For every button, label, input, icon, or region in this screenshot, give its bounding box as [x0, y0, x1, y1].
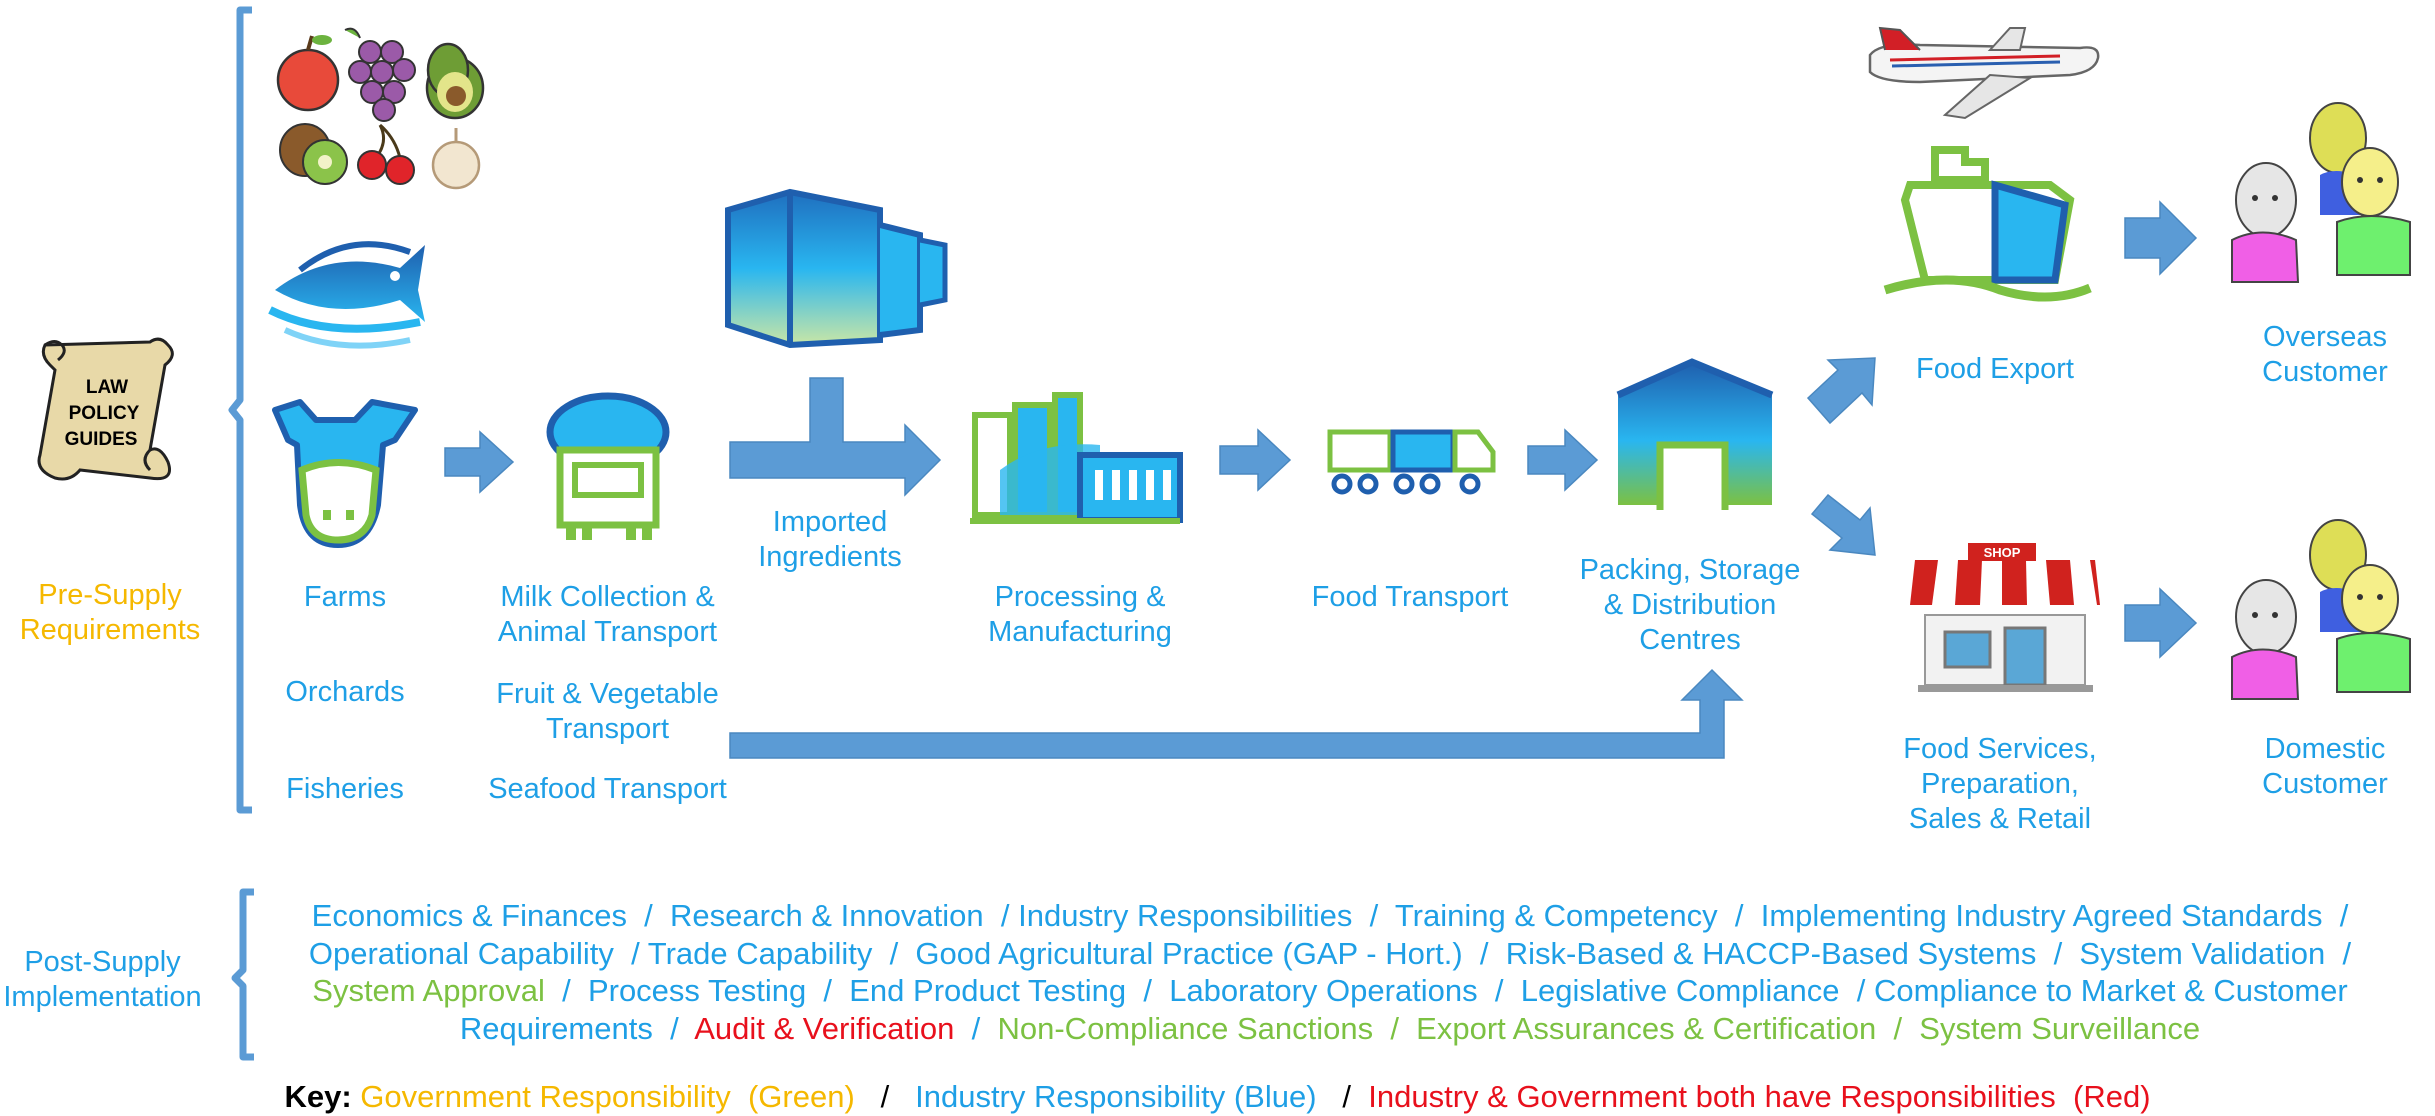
domestic-customer-label: Domestic Customer [2262, 733, 2388, 800]
food-export-label: Food Export [1916, 353, 2074, 385]
implementation-item: Economics & Finances / Research & Innova… [311, 898, 2349, 933]
implementation-line: Requirements / Audit & Verification / No… [240, 1010, 2420, 1048]
implementation-line: System Approval / Process Testing / End … [240, 972, 2420, 1010]
implementation-item: Non-Compliance Sanctions / Export Assura… [997, 1011, 2201, 1046]
airplane-icon [1868, 26, 2100, 120]
arrow-bypass-to-packing [729, 668, 1744, 759]
ship-icon [1883, 146, 2092, 302]
key-separator-1: / [863, 1079, 907, 1114]
arrow-processing-to-transport [1219, 428, 1292, 492]
fish-icon [268, 241, 425, 349]
pre-supply-bracket [228, 6, 252, 814]
packing-label: Packing, Storage & Distribution Centres [1579, 554, 1801, 656]
transport-milk: Milk Collection & Animal Transport [497, 581, 718, 648]
tanker-truck-icon [546, 392, 670, 540]
scroll-line-3: GUIDES [65, 429, 138, 450]
key-legend: Key: Government Responsibility (Green) /… [0, 1078, 2435, 1116]
source-farms: Farms [303, 581, 387, 613]
implementation-item: Operational Capability / Trade Capabilit… [308, 936, 2352, 971]
scroll-line-1: LAW [86, 377, 128, 398]
implementation-line: Economics & Finances / Research & Innova… [240, 897, 2420, 935]
arrow-export-to-overseas [2124, 200, 2198, 276]
implementation-item: Audit & Verification [694, 1011, 955, 1046]
imported-ingredients-label: Imported Ingredients [758, 506, 902, 573]
key-government: Government Responsibility (Green) [360, 1079, 855, 1114]
arrow-packing-to-export [1806, 357, 1876, 425]
scroll-line-2: POLICY [69, 403, 140, 424]
transport-fruit: Fruit & Vegetable Transport [496, 678, 719, 745]
arrow-farms-to-transport [444, 430, 515, 494]
imported-ingredients-icon [725, 188, 948, 349]
shop-icon: SHOP [1910, 543, 2100, 692]
shop-sign: SHOP [1984, 545, 2021, 560]
implementation-item: System Approval [312, 973, 545, 1008]
key-both: Industry & Government both have Responsi… [1368, 1079, 2151, 1114]
delivery-truck-icon [1327, 429, 1496, 495]
overseas-customer-label: Overseas Customer [2262, 321, 2388, 388]
arrow-imported-to-processing [729, 377, 942, 497]
warehouse-icon [1616, 358, 1774, 510]
key-industry: Industry Responsibility (Blue) [915, 1079, 1317, 1114]
food-services-label: Food Services, Preparation, Sales & Reta… [1903, 733, 2097, 835]
source-fisheries: Fisheries [286, 773, 404, 805]
implementation-item: Requirements / [459, 1011, 695, 1046]
pre-supply-label: Pre-Supply Requirements [19, 579, 201, 646]
implementation-line: Operational Capability / Trade Capabilit… [240, 935, 2420, 973]
key-separator-2: / [1325, 1079, 1360, 1114]
post-supply-bracket [231, 888, 254, 1061]
transport-seafood: Seafood Transport [488, 773, 727, 805]
key-label: Key: [284, 1079, 352, 1114]
implementation-item: / Process Testing / End Product Testing … [544, 973, 2348, 1008]
arrow-retail-to-domestic [2124, 587, 2198, 659]
food-transport-label: Food Transport [1311, 581, 1509, 613]
source-orchards: Orchards [285, 676, 405, 708]
factory-icon [970, 392, 1183, 524]
implementation-item: / [954, 1011, 998, 1046]
scroll-icon: LAW POLICY GUIDES [37, 337, 174, 481]
cow-icon [272, 399, 418, 548]
fruits-icon [276, 27, 485, 190]
overseas-customers-icon [2231, 102, 2411, 283]
arrow-transport-to-packing [1527, 428, 1599, 492]
processing-label: Processing & Manufacturing [988, 581, 1172, 648]
post-supply-label: Post-Supply Implementation [3, 946, 202, 1013]
arrow-packing-to-retail [1810, 493, 1876, 556]
domestic-customers-icon [2231, 519, 2411, 700]
